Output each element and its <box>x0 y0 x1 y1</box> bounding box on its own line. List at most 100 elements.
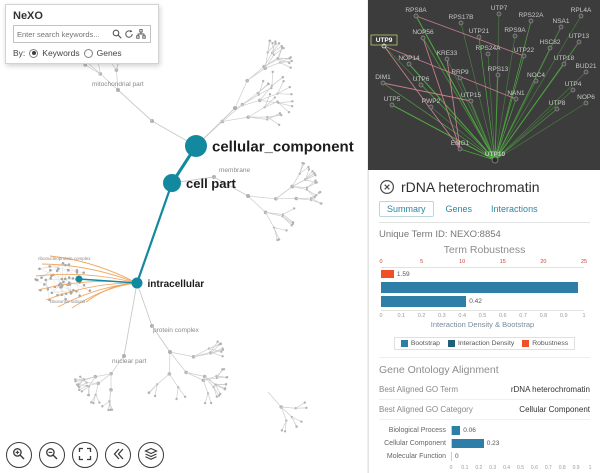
svg-text:UTP4: UTP4 <box>565 81 582 88</box>
layers-icon <box>144 447 158 464</box>
network-node-UTP18[interactable]: UTP18 <box>554 55 575 67</box>
radio-keywords-label[interactable]: Keywords <box>42 48 80 58</box>
network-node-KRE33[interactable]: KRE33 <box>437 50 458 62</box>
network-node-NAN1[interactable]: NAN1 <box>507 90 525 102</box>
network-node-UTP4[interactable]: UTP4 <box>565 81 582 93</box>
network-node-RPS22A[interactable]: RPS22A <box>519 12 545 24</box>
network-node-UTP13[interactable]: UTP13 <box>569 33 590 45</box>
svg-text:UTP8: UTP8 <box>549 100 566 107</box>
search-box[interactable] <box>13 25 151 43</box>
svg-text:UTP10: UTP10 <box>485 151 506 158</box>
go-category-row: Best Aligned GO Category Cellular Compon… <box>379 400 590 420</box>
network-node-UTP10[interactable]: UTP10 <box>485 151 506 164</box>
collapse-button[interactable] <box>105 442 131 468</box>
tree-node-label: cellular_component <box>212 139 354 156</box>
search-button[interactable] <box>111 27 123 42</box>
zoom-out-button[interactable] <box>39 442 65 468</box>
network-node-RPS17B[interactable]: RPS17B <box>449 14 474 26</box>
tree-node-label: intracellular <box>148 279 205 290</box>
alignment-bar <box>452 439 484 448</box>
legend-item: Robustness <box>522 340 568 347</box>
search-icon <box>112 27 122 42</box>
network-node-UTP9[interactable]: UTP9 <box>370 34 398 49</box>
network-node-PWP2[interactable]: PWP2 <box>422 98 441 110</box>
network-node-RPS13[interactable]: RPS13 <box>488 66 509 78</box>
radio-keywords[interactable] <box>29 48 39 58</box>
svg-text:RPS9A: RPS9A <box>504 27 526 34</box>
term-robustness-title: Term Robustness <box>443 244 526 256</box>
detail-tabs: Summary Genes Interactions <box>379 198 590 223</box>
svg-text:RPS13: RPS13 <box>488 66 509 73</box>
refresh-button[interactable] <box>123 27 135 42</box>
tab-summary[interactable]: Summary <box>379 201 434 217</box>
network-node-UTP21[interactable]: UTP21 <box>469 28 490 40</box>
alignment-bar <box>452 426 461 435</box>
zoom-out-icon <box>45 447 59 464</box>
network-node-NOP6[interactable]: NOP6 <box>577 94 595 106</box>
tree-node-intracellular[interactable] <box>131 277 143 289</box>
network-node-RPS9A[interactable]: RPS9A <box>504 27 526 39</box>
tree-node-cluster[interactable] <box>75 275 83 283</box>
tree-node-cell-part[interactable] <box>163 174 181 192</box>
tree-small-label: membrane <box>219 167 250 174</box>
network-node-UTP6[interactable]: UTP6 <box>413 76 430 88</box>
svg-text:UTP7: UTP7 <box>491 5 508 12</box>
svg-text:RPL4A: RPL4A <box>571 7 592 14</box>
network-node-UTP22[interactable]: UTP22 <box>514 47 535 59</box>
network-node-RPS24A[interactable]: RPS24A <box>476 45 502 57</box>
svg-text:UTP15: UTP15 <box>461 92 482 99</box>
network-node-NOP56[interactable]: NOP56 <box>412 29 434 41</box>
layers-button[interactable] <box>138 442 164 468</box>
network-node-RRP9[interactable]: RRP9 <box>451 69 469 81</box>
network-node-HSC82[interactable]: HSC82 <box>540 39 561 51</box>
tree-node-cellular-component[interactable] <box>185 135 207 157</box>
svg-text:RRP9: RRP9 <box>451 69 469 76</box>
network-node-EMG1[interactable]: EMG1 <box>451 140 470 152</box>
svg-text:PWP2: PWP2 <box>422 98 441 105</box>
hierarchy-button[interactable] <box>135 27 147 42</box>
gene-network-canvas[interactable]: RPS8ARPS17BUTP7RPS22ANSA1RPL4AUTP13UTP9N… <box>368 0 600 170</box>
search-input[interactable] <box>17 29 111 39</box>
network-node-NSA1[interactable]: NSA1 <box>553 18 570 30</box>
network-node-BUD21[interactable]: BUD21 <box>576 63 597 75</box>
zoom-in-button[interactable] <box>6 442 32 468</box>
tree-small-label: ribosomal subunit <box>50 299 86 304</box>
svg-text:UTP18: UTP18 <box>554 55 575 62</box>
network-node-UTP7[interactable]: UTP7 <box>491 5 508 17</box>
tab-genes[interactable]: Genes <box>445 204 473 214</box>
network-node-UTP5[interactable]: UTP5 <box>384 96 401 108</box>
svg-text:NOP56: NOP56 <box>412 29 434 36</box>
network-node-NOP14[interactable]: NOP14 <box>398 55 420 67</box>
network-node-UTP15[interactable]: UTP15 <box>461 92 482 104</box>
unique-term-id: Unique Term ID: NEXO:8854 <box>379 229 501 240</box>
radio-genes-label[interactable]: Genes <box>96 48 122 58</box>
go-alignment-title: Gene Ontology Alignment <box>379 357 590 380</box>
search-card: NeXO <box>5 4 159 64</box>
collapse-icon <box>111 447 125 464</box>
svg-text:UTP21: UTP21 <box>469 28 490 35</box>
radio-genes[interactable] <box>83 48 93 58</box>
close-icon[interactable] <box>379 179 395 195</box>
network-node-NOC4[interactable]: NOC4 <box>527 72 545 84</box>
fullscreen-button[interactable] <box>72 442 98 468</box>
network-node-UTP8[interactable]: UTP8 <box>549 100 566 112</box>
svg-text:UTP22: UTP22 <box>514 47 535 54</box>
svg-text:DIM1: DIM1 <box>375 74 391 81</box>
svg-text:NAN1: NAN1 <box>507 90 525 97</box>
svg-text:NOP6: NOP6 <box>577 94 595 101</box>
network-node-RPS8A[interactable]: RPS8A <box>405 7 427 19</box>
tree-small-label: ribonucleoprotein complex <box>38 256 91 261</box>
tab-interactions[interactable]: Interactions <box>491 204 538 214</box>
network-node-RPL4A[interactable]: RPL4A <box>571 7 592 19</box>
bootstrap-bar <box>381 282 578 293</box>
network-node-DIM1[interactable]: DIM1 <box>375 74 391 86</box>
